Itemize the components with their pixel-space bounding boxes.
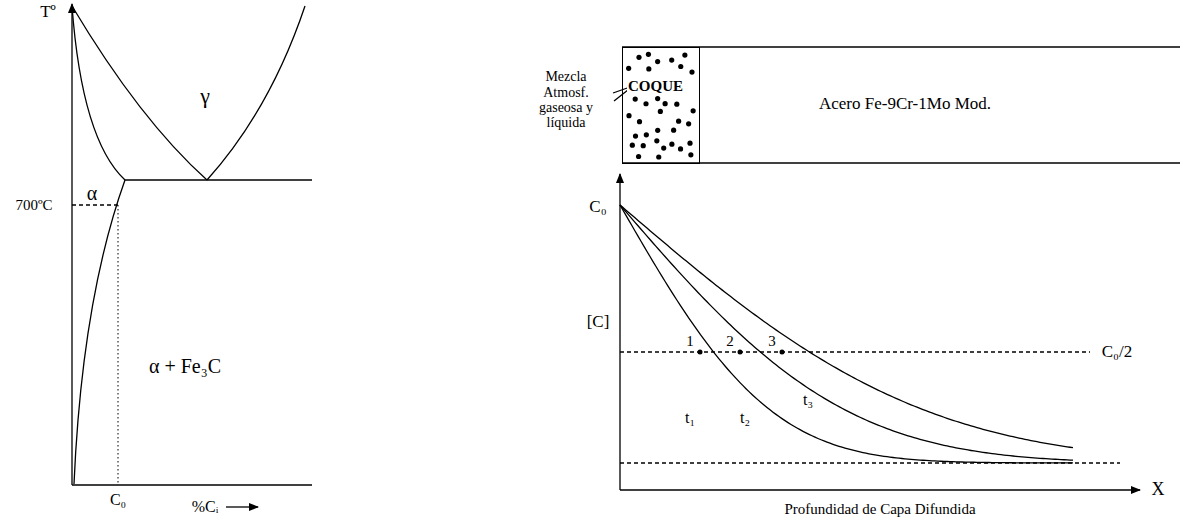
half-point bbox=[780, 350, 785, 355]
coke-particle bbox=[663, 101, 668, 106]
coke-particle bbox=[636, 55, 641, 60]
coke-particle bbox=[633, 133, 638, 138]
axis-title: [C] bbox=[587, 313, 610, 332]
curve-label: t₃ bbox=[803, 391, 813, 409]
composition-guide bbox=[118, 205, 119, 485]
coke-particle bbox=[658, 109, 663, 114]
coke-particle bbox=[669, 58, 674, 63]
coke-particle bbox=[630, 143, 635, 148]
coke-particle bbox=[641, 143, 646, 148]
composition-axis bbox=[72, 484, 312, 485]
coke-particle bbox=[689, 69, 694, 74]
coke-particle bbox=[637, 119, 642, 124]
curve-label: t₁ bbox=[685, 409, 695, 427]
coke-particle bbox=[646, 66, 651, 71]
coke-particle bbox=[656, 154, 661, 159]
coke-particle bbox=[655, 96, 660, 101]
axis-title: Profundidad de Capa Difundida bbox=[784, 501, 975, 518]
axis-title: Tº bbox=[40, 3, 56, 22]
half-concentration-line bbox=[620, 351, 1090, 352]
coke-particle bbox=[686, 121, 691, 126]
coke-particle bbox=[676, 119, 681, 124]
phase-label: α + Fe₃C bbox=[149, 355, 221, 377]
callout-number: 2 bbox=[726, 333, 734, 350]
coke-particle bbox=[644, 132, 649, 137]
concentration-axis bbox=[619, 174, 620, 490]
curve-label: t₂ bbox=[740, 409, 750, 427]
phase-label: α bbox=[87, 182, 97, 204]
coke-particle bbox=[674, 102, 679, 107]
pipe-wall bbox=[622, 162, 1180, 163]
coke-particle bbox=[626, 113, 631, 118]
coke-particle bbox=[643, 101, 648, 106]
callout-number: 3 bbox=[768, 333, 776, 350]
concentration-profile bbox=[620, 205, 1073, 460]
coke-particle bbox=[646, 52, 651, 57]
coke-particle bbox=[687, 141, 692, 146]
coke-particle bbox=[682, 52, 687, 57]
composition-value: C₀ bbox=[110, 491, 126, 509]
temperature-axis bbox=[71, 4, 72, 485]
coke-particle bbox=[671, 128, 676, 133]
concentration-profile bbox=[620, 205, 1073, 448]
coke-particle bbox=[661, 145, 666, 150]
coke-particle bbox=[669, 142, 674, 147]
axis-title: %Cᵢ bbox=[192, 498, 219, 516]
coke-particle bbox=[633, 96, 638, 101]
axis-title: X bbox=[1152, 480, 1165, 500]
half-point bbox=[738, 350, 743, 355]
alpha-solvus bbox=[74, 180, 125, 484]
axis-value: C₀/2 bbox=[1102, 343, 1133, 362]
alpha-gamma-boundary bbox=[72, 6, 125, 180]
acm-boundary bbox=[207, 6, 305, 180]
concentration-profile bbox=[620, 205, 1073, 463]
coke-particle bbox=[678, 64, 683, 69]
gamma-boundary bbox=[72, 6, 207, 180]
coke-particles bbox=[626, 52, 696, 160]
coke-particle bbox=[636, 154, 641, 159]
eutectoid-line bbox=[125, 179, 312, 180]
coke-particle bbox=[691, 108, 696, 113]
depth-axis bbox=[620, 489, 1140, 490]
coke-particle bbox=[655, 128, 660, 133]
node-label: COQUE bbox=[627, 78, 684, 95]
half-point bbox=[698, 350, 703, 355]
material-label: Acero Fe-9Cr-1Mo Mod. bbox=[819, 95, 991, 114]
composition-arrow bbox=[226, 506, 258, 507]
callout-number: 1 bbox=[686, 333, 694, 350]
pipe-wall bbox=[622, 46, 1180, 47]
environment-label: Mezcla Atmosf. gaseosa y líquida bbox=[522, 69, 610, 131]
coke-particle bbox=[654, 138, 659, 143]
coke-particle bbox=[655, 59, 660, 64]
axis-value: C₀ bbox=[589, 198, 606, 217]
coke-particle bbox=[678, 146, 683, 151]
temperature-guide bbox=[72, 204, 118, 205]
coke-particle bbox=[688, 152, 693, 157]
phase-label: γ bbox=[200, 84, 210, 108]
coke-particle bbox=[626, 66, 631, 71]
profile-curves bbox=[620, 205, 1073, 463]
temperature-value: 700ºC bbox=[15, 197, 52, 214]
coke-chamber: COQUE bbox=[622, 47, 700, 164]
